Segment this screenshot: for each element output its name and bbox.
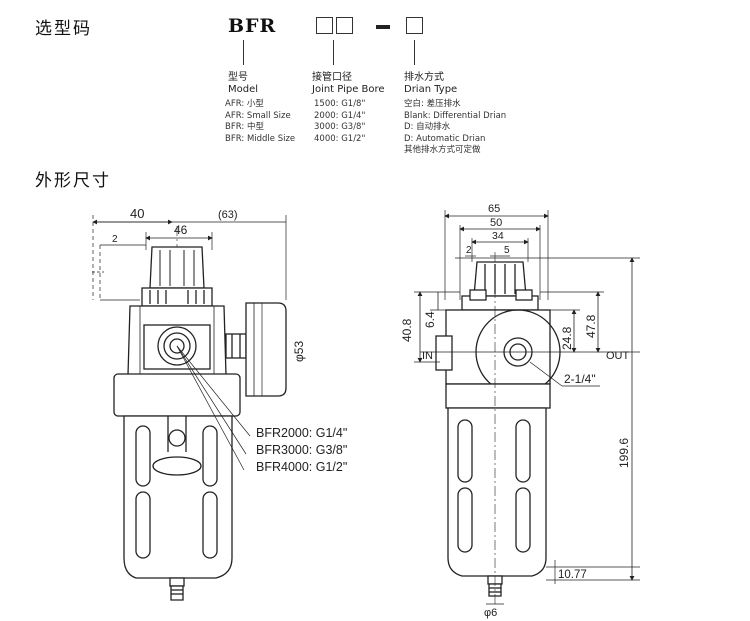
selection-heading: 选型码: [35, 19, 92, 39]
out-label: OUT: [606, 350, 630, 362]
model-box-1: [316, 17, 333, 34]
dim-2-text: 2: [112, 234, 118, 245]
bore-column: 接管口径 Joint Pipe Bore 1500: G1/8" 2000: G…: [312, 72, 385, 145]
bore-option: 3000: G3/8": [314, 122, 366, 132]
dimensions-heading: 外形尺寸: [35, 171, 111, 191]
dim-46-text: 46: [174, 223, 188, 237]
dim-6-4-text: 6.4: [423, 311, 437, 328]
bore-option: 4000: G1/2": [314, 133, 366, 144]
port-label-bfr2000: BFR2000: G1/4": [256, 426, 347, 440]
filter-bowl: [123, 415, 233, 579]
model-option: AFR: Small Size: [225, 110, 291, 121]
dim-24-8-text: 24.8: [560, 326, 574, 350]
model-title-en: Model: [228, 84, 259, 95]
dim-2-side-text: 2: [466, 245, 472, 256]
drain-column: 排水方式 Drian Type 空白: 差压排水 Blank: Differen…: [404, 72, 506, 157]
drain-title-cn: 排水方式: [404, 72, 444, 83]
drain-option: D: Automatic Drian: [404, 133, 486, 144]
bore-option: 1500: G1/8": [314, 99, 366, 109]
dim-199-6-text: 199.6: [617, 438, 631, 468]
model-option: BFR: 中型: [225, 122, 264, 132]
bore-title-en: Joint Pipe Bore: [312, 84, 385, 95]
thread-label: 2-1/4": [564, 372, 596, 386]
side-view: [414, 210, 640, 606]
drain-pointer-line: [414, 40, 415, 65]
dim-40-text: 40: [130, 206, 144, 221]
dim-63-text: (63): [218, 209, 238, 221]
drain-option: D: 自动排水: [404, 122, 451, 132]
model-pointer-line: [243, 40, 244, 65]
drain-option: 空白: 差压排水: [404, 99, 461, 109]
model-option: AFR: 小型: [225, 99, 264, 109]
side-bowl-ring: [445, 383, 551, 409]
port-label-bfr4000: BFR4000: G1/2": [256, 460, 347, 474]
bore-pointer-line: [333, 40, 334, 65]
dim-phi6-text: φ6: [484, 607, 497, 619]
dim-65-text: 65: [488, 203, 500, 215]
model-code: BFR: [228, 15, 277, 37]
side-filter-bowl: [447, 407, 547, 577]
dim-phi53-text: φ53: [292, 341, 306, 362]
inlet-port: [157, 326, 197, 366]
model-box-2: [336, 17, 353, 34]
bore-option: 2000: G1/4": [314, 110, 366, 121]
model-option: BFR: Middle Size: [225, 133, 296, 144]
drain-option: 其他排水方式可定做: [404, 145, 481, 155]
model-column: 型号 Model AFR: 小型 AFR: Small Size BFR: 中型…: [225, 72, 295, 145]
model-box-3: [406, 17, 423, 34]
drain-title-en: Drian Type: [404, 84, 458, 95]
dim-5-text: 5: [504, 245, 510, 256]
front-view: [92, 215, 287, 601]
dim-10-77-text: 10.77: [558, 569, 587, 581]
regulator-knob: [149, 246, 205, 289]
bore-title-cn: 接管口径: [312, 72, 352, 83]
dim-50-text: 50: [490, 217, 502, 229]
port-label-bfr3000: BFR3000: G3/8": [256, 443, 347, 457]
dim-34-text: 34: [492, 230, 504, 242]
model-title-cn: 型号: [228, 72, 248, 83]
dim-47-8-text: 47.8: [584, 314, 598, 338]
bowl-ring: [113, 373, 241, 417]
side-body: [445, 309, 551, 385]
pressure-gauge: [245, 302, 287, 397]
knob-collar: [141, 287, 213, 307]
dim-40-8-text: 40.8: [400, 318, 414, 342]
code-separator-dash: [376, 25, 390, 29]
in-label: IN: [422, 350, 433, 362]
drain-fitting: [170, 585, 184, 601]
drain-option: Blank: Differential Drian: [404, 110, 507, 121]
gauge-connector: [225, 333, 247, 359]
